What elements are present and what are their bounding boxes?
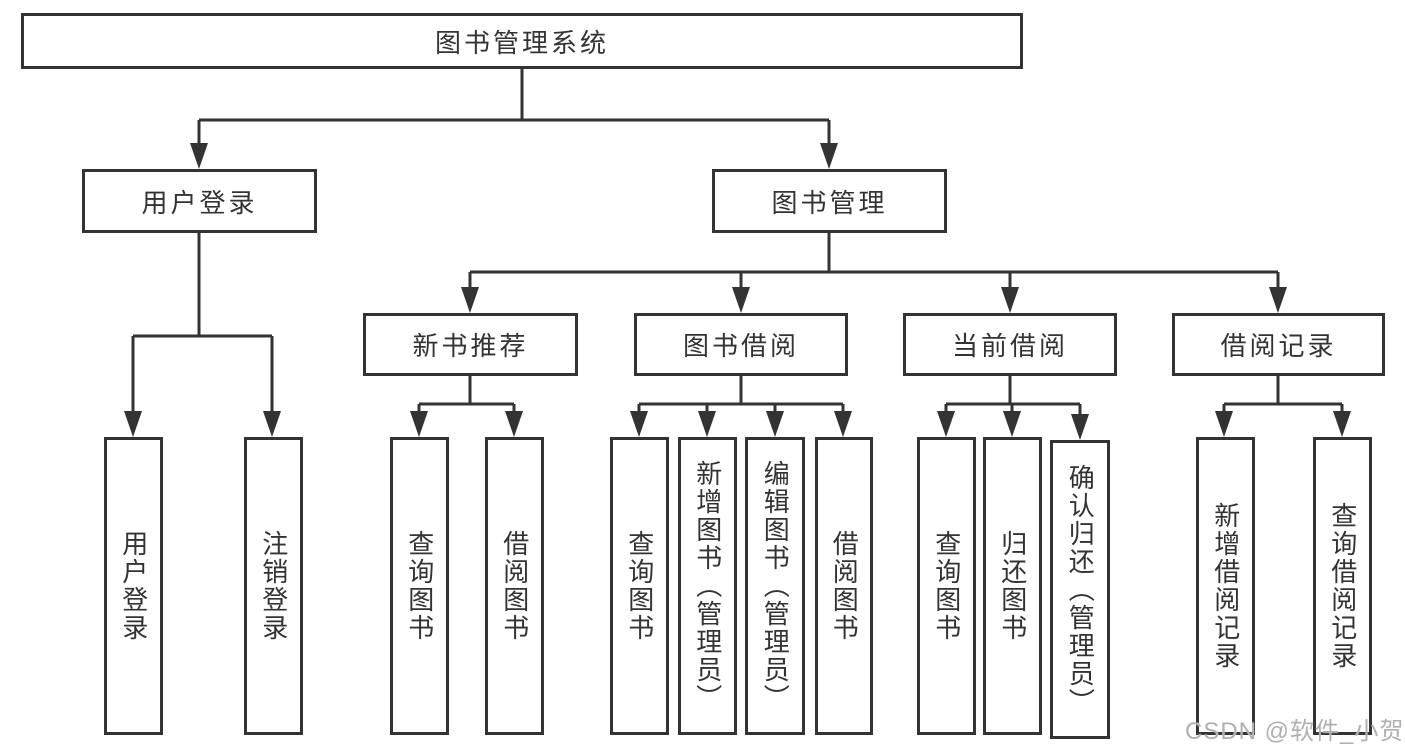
leaf-label: 查询图书 xyxy=(931,530,962,642)
leaf-label: 确认归还（管理员） xyxy=(1065,463,1096,716)
leaf-borrow-books-recommend: 借阅图书 xyxy=(485,437,544,735)
node-label: 当前借阅 xyxy=(951,331,1068,361)
node-label: 图书管理 xyxy=(771,187,888,218)
leaf-label: 用户登录 xyxy=(118,530,149,642)
leaf-label: 查询图书 xyxy=(404,530,435,642)
leaf-label: 查询借阅记录 xyxy=(1327,502,1358,670)
node-book-management: 图书管理 xyxy=(712,169,947,233)
leaf-label: 注销登录 xyxy=(258,530,289,642)
leaf-query-borrow-record: 查询借阅记录 xyxy=(1313,437,1372,735)
node-label: 图书借阅 xyxy=(682,331,799,361)
leaf-edit-books-admin: 编辑图书（管理员） xyxy=(745,437,805,735)
node-user-login: 用户登录 xyxy=(82,169,317,233)
leaf-label: 编辑图书（管理员） xyxy=(760,460,791,712)
node-borrowing-records: 借阅记录 xyxy=(1172,313,1385,376)
node-label: 借阅记录 xyxy=(1220,331,1337,361)
leaf-label: 新增借阅记录 xyxy=(1210,502,1241,670)
node-label: 图书管理系统 xyxy=(434,27,609,58)
leaf-add-books-admin: 新增图书（管理员） xyxy=(678,437,737,735)
node-new-book-recommend: 新书推荐 xyxy=(363,313,578,376)
leaf-query-books-recommend: 查询图书 xyxy=(390,437,449,735)
leaf-label: 归还图书 xyxy=(997,530,1028,642)
node-library-management-system: 图书管理系统 xyxy=(21,13,1023,69)
leaf-user-login: 用户登录 xyxy=(104,437,163,735)
leaf-query-books-current: 查询图书 xyxy=(917,437,976,735)
leaf-confirm-return-admin: 确认归还（管理员） xyxy=(1050,440,1110,739)
leaf-add-borrow-record: 新增借阅记录 xyxy=(1196,437,1255,735)
node-label: 用户登录 xyxy=(141,187,258,218)
leaf-label: 新增图书（管理员） xyxy=(692,460,723,712)
node-label: 新书推荐 xyxy=(412,331,529,361)
csdn-watermark: CSDN @软件_小贺同学 xyxy=(1185,718,1405,745)
leaf-query-books-borrowing: 查询图书 xyxy=(610,437,669,735)
leaf-label: 借阅图书 xyxy=(829,530,860,642)
leaf-label: 查询图书 xyxy=(624,530,655,642)
leaf-logout: 注销登录 xyxy=(244,437,303,735)
node-book-borrowing: 图书借阅 xyxy=(634,313,848,376)
node-current-borrowing: 当前借阅 xyxy=(903,313,1117,376)
leaf-borrow-books: 借阅图书 xyxy=(815,437,873,735)
leaf-return-books: 归还图书 xyxy=(983,437,1042,735)
leaf-label: 借阅图书 xyxy=(499,530,530,642)
